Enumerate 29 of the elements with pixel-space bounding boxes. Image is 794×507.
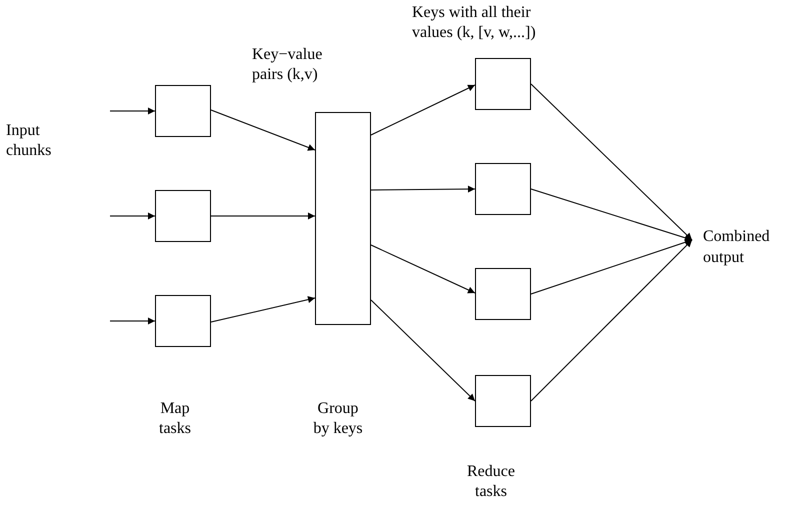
caption-label: Key−value pairs (k,v): [252, 45, 322, 85]
caption-label: Keys with all their values (k, [v, w,...]): [412, 3, 537, 43]
caption-label: Reduce tasks: [466, 462, 516, 502]
map-task-box: [155, 85, 211, 137]
arrow: [110, 108, 156, 114]
reduce-task-box: [475, 58, 531, 110]
arrow: [530, 240, 692, 402]
arrow: [110, 212, 156, 220]
arrow: [530, 188, 692, 242]
map-task-box: [155, 295, 211, 347]
arrow: [530, 84, 692, 240]
caption-label: Group by keys: [312, 399, 364, 439]
arrow: [370, 300, 476, 402]
arrow: [530, 238, 692, 294]
arrow: [210, 212, 316, 220]
arrow: [110, 318, 156, 324]
caption-label: Input chunks: [6, 121, 52, 161]
reduce-task-box: [475, 268, 531, 320]
arrow: [210, 296, 316, 322]
group-box: [315, 112, 371, 325]
arrow: [210, 110, 316, 151]
arrow: [370, 84, 476, 136]
map-task-box: [155, 190, 211, 242]
caption-label: Map tasks: [158, 399, 192, 439]
reduce-task-box: [475, 163, 531, 215]
arrow: [370, 186, 476, 193]
reduce-task-box: [475, 375, 531, 427]
arrow: [370, 244, 476, 294]
node-label: Combined output: [703, 227, 771, 268]
